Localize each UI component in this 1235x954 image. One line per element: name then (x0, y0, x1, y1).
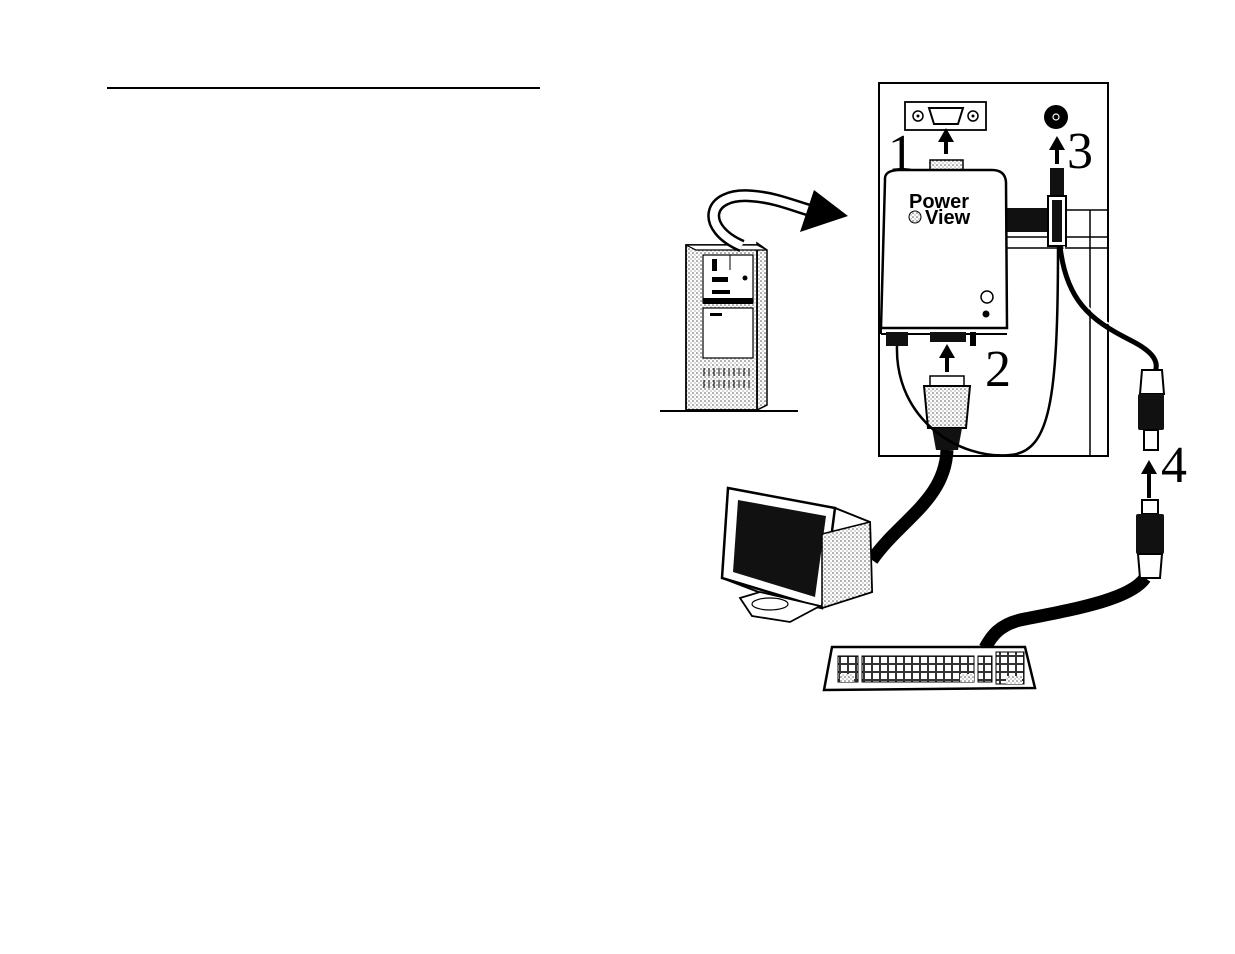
step-4-label: 4 (1161, 437, 1187, 494)
logo-view-text: View (925, 207, 971, 229)
vga-port (905, 102, 986, 130)
crt-monitor (722, 488, 872, 622)
tower-computer (660, 243, 798, 411)
keyboard (824, 647, 1035, 690)
step-4-connectors (1136, 370, 1164, 578)
step-3-label: 3 (1067, 123, 1093, 180)
keyboard-port (1044, 105, 1068, 129)
flip-around-arrow (714, 190, 848, 246)
step-2-label: 2 (985, 341, 1011, 398)
